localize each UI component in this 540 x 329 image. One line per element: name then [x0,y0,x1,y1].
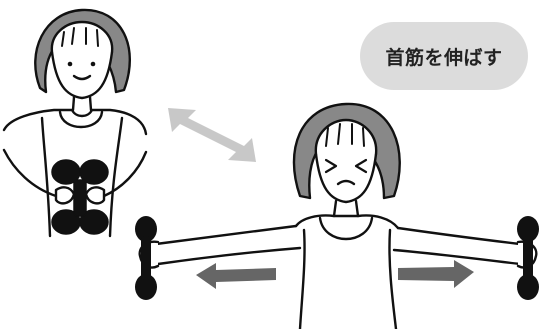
stretch-left-arrow-icon [196,263,276,289]
figure-stretch-pose [138,102,538,329]
transition-double-arrow-icon [168,108,256,162]
stretch-eye-left [324,158,338,174]
figure-start-pose [2,8,148,238]
caption-text: 首筋を伸ばす [385,46,503,69]
start-dumbbell-icon [51,159,109,235]
stretch-dumbbell-right-icon [517,216,539,300]
stretch-right-arrow-icon [398,260,474,288]
start-eye-left [67,61,73,67]
start-eye-right [90,61,96,67]
start-face [50,50,114,100]
stretch-dumbbell-left-icon [135,216,157,300]
stretch-face [314,152,378,204]
stretch-eye-right [354,158,368,174]
stretch-mouth [336,179,356,186]
caption-badge: 首筋を伸ばす [360,22,528,90]
start-smile [72,74,92,81]
